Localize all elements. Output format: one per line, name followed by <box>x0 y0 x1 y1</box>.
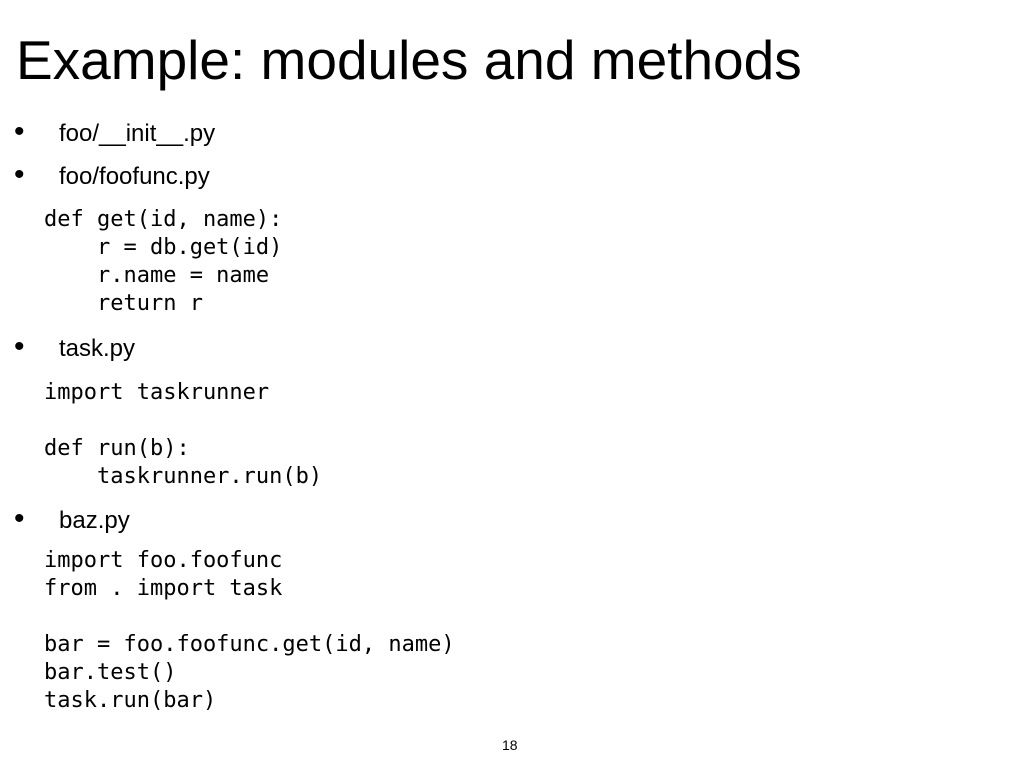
bullet-item: • foo/__init__.py <box>14 117 215 149</box>
bullet-icon: • <box>14 115 25 148</box>
bullet-label-foofunc-module: foo/foofunc.py <box>59 163 210 190</box>
bullet-item: • baz.py <box>14 504 130 536</box>
bullet-icon: • <box>14 502 25 535</box>
bullet-icon: • <box>14 330 25 363</box>
bullet-label-task-module: task.py <box>59 335 136 362</box>
bullet-item: • task.py <box>14 332 135 364</box>
bullet-icon: • <box>14 158 25 191</box>
bullet-label-baz-module: baz.py <box>59 507 130 534</box>
code-block-foofunc: def get(id, name): r = db.get(id) r.name… <box>44 207 283 316</box>
page-number: 18 <box>502 737 518 753</box>
code-block-task: import taskrunner def run(b): taskrunner… <box>44 380 323 489</box>
bullet-item: • foo/foofunc.py <box>14 160 210 192</box>
bullet-label-init-module: foo/__init__.py <box>59 120 216 147</box>
code-block-baz: import foo.foofunc from . import task ba… <box>44 548 455 713</box>
slide-title: Example: modules and methods <box>16 29 802 91</box>
